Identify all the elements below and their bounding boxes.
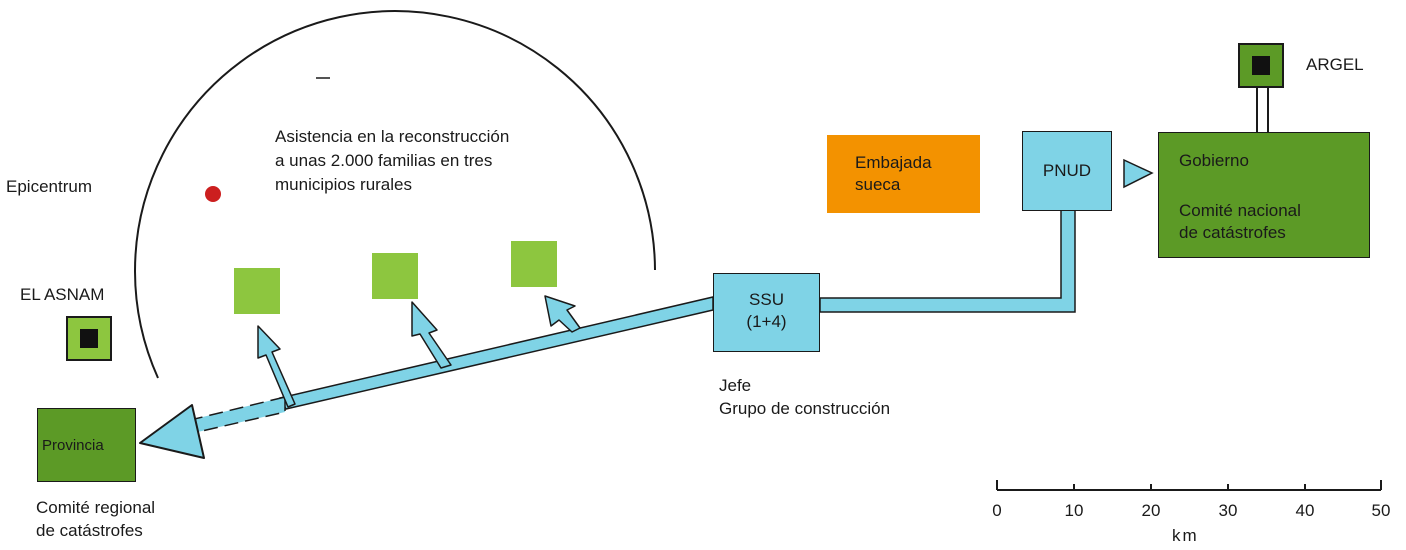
chief-line-2: Grupo de construcción <box>719 399 891 418</box>
pnud-label: PNUD <box>1042 161 1092 180</box>
municipality-square-2 <box>372 253 418 299</box>
el-asnam-city-marker <box>66 316 112 361</box>
scale-tick-40: 40 <box>1295 501 1315 520</box>
ssu-line-1: SSU <box>749 290 784 309</box>
assistance-line-3: municipios rurales <box>275 175 412 194</box>
scale-unit: km <box>1172 526 1199 545</box>
scale-tick-10: 10 <box>1064 501 1084 520</box>
el-asnam-label: EL ASNAM <box>20 285 105 304</box>
national-committee-line-1: Comité nacional <box>1179 201 1301 220</box>
epicenter-dot <box>205 186 221 202</box>
ssu-box: SSU (1+4) <box>713 273 820 352</box>
argel-label: ARGEL <box>1306 55 1364 74</box>
scale-bar <box>996 480 1382 491</box>
regional-committee-line-2: de catástrofes <box>36 521 143 540</box>
branch-arrow-2 <box>411 301 452 369</box>
epicenter-label: Epicentrum <box>6 177 92 196</box>
provincia-arrowhead <box>139 404 205 459</box>
pnud-box: PNUD <box>1022 131 1112 211</box>
scale-tick-20: 20 <box>1141 501 1161 520</box>
pnud-ssu-connector <box>819 209 1076 313</box>
branch-arrow-3 <box>544 295 581 333</box>
branch-arrow-1 <box>257 325 296 408</box>
scale-tick-30: 30 <box>1218 501 1238 520</box>
gobierno-label: Gobierno <box>1179 151 1249 170</box>
provincia-box: Provincia <box>37 408 136 482</box>
argel-city-core <box>1252 56 1270 75</box>
provincia-label: Provincia <box>42 437 104 454</box>
national-committee-line-2: de catástrofes <box>1179 223 1286 242</box>
argel-city-marker <box>1238 43 1284 88</box>
municipality-square-1 <box>234 268 280 314</box>
embassy-line-1: Embajada <box>855 153 932 172</box>
affected-area-arc <box>134 10 656 379</box>
pnud-to-gobierno-arrow <box>1123 158 1154 189</box>
ssu-line-2: (1+4) <box>746 312 787 331</box>
regional-committee-line-1: Comité regional <box>36 498 156 517</box>
municipality-square-3 <box>511 241 557 287</box>
embassy-line-2: sueca <box>855 175 901 194</box>
assistance-line-2: a unas 2.000 familias en tres <box>275 151 493 170</box>
el-asnam-city-core <box>80 329 98 348</box>
scale-tick-0: 0 <box>992 501 1002 520</box>
main-trunk-dashed <box>177 396 286 437</box>
chief-line-1: Jefe <box>719 376 752 395</box>
national-committee-box: Gobierno Comité nacional de catástrofes <box>1158 132 1370 258</box>
assistance-line-1: Asistencia en la reconstrucción <box>275 127 510 146</box>
scale-tick-50: 50 <box>1371 501 1391 520</box>
main-trunk-solid <box>278 296 714 410</box>
embassy-box: Embajada sueca <box>827 135 980 213</box>
